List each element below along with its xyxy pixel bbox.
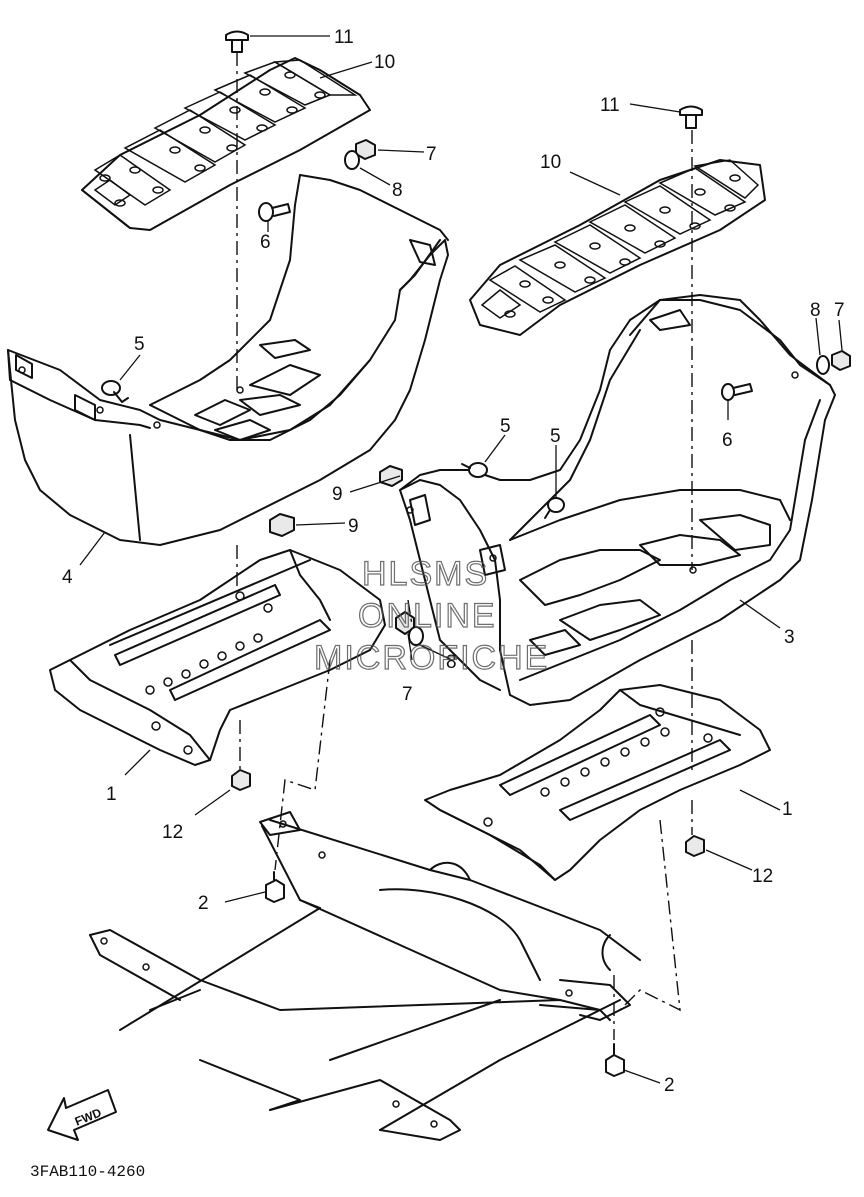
left-footrest-board (81, 57, 371, 231)
callout-4: 4 (62, 567, 73, 588)
callout-11: 11 (600, 95, 620, 116)
left-plate-holes (145, 591, 273, 755)
bolt-2-right (605, 1043, 625, 1077)
callout-8: 8 (810, 300, 821, 321)
leader-lines (79, 35, 843, 1084)
diagram-code: 3FAB110-4260 (30, 1163, 145, 1181)
callout-labels: 11 10 7 8 6 5 4 9 9 1 12 2 11 10 8 7 6 5… (62, 27, 845, 1096)
washer-8-center (408, 626, 424, 646)
frame (89, 811, 641, 1141)
washer-8-left (344, 150, 360, 170)
callout-5: 5 (134, 334, 145, 355)
callout-6: 6 (260, 232, 271, 253)
callout-11: 11 (334, 27, 354, 48)
callout-8: 8 (446, 652, 457, 673)
collar-12-right (685, 835, 705, 857)
callout-5: 5 (500, 416, 511, 437)
bolt-6-left (258, 202, 291, 222)
washer-8-right (816, 355, 830, 375)
callout-3: 3 (784, 627, 795, 648)
bolt-5-c (544, 497, 565, 519)
callout-5: 5 (550, 426, 561, 447)
callout-6: 6 (722, 430, 733, 451)
right-guard-plate (424, 684, 771, 881)
right-board-cleats (480, 159, 760, 319)
callout-12: 12 (162, 822, 183, 843)
grommet-9-b (269, 513, 295, 537)
callout-7: 7 (426, 144, 437, 165)
callout-8: 8 (392, 180, 403, 201)
collar-12-left (231, 769, 251, 791)
right-board-studs (504, 174, 741, 318)
left-guard-plate (49, 549, 386, 766)
bolt-5-b (461, 462, 488, 478)
screw-11-right (679, 105, 703, 129)
nut-7-right (831, 350, 851, 371)
screw-11-left (225, 30, 249, 53)
callout-7: 7 (834, 300, 845, 321)
left-footrest (7, 174, 449, 546)
centerlines (236, 52, 693, 1040)
callout-10: 10 (540, 152, 561, 173)
watermark: HLSMS ONLINE MICROFICHE (313, 554, 549, 677)
callout-9: 9 (348, 516, 359, 537)
right-footrest-board (469, 159, 766, 336)
callout-1: 1 (106, 784, 117, 805)
fasteners (101, 30, 851, 1077)
callout-1: 1 (782, 799, 793, 820)
bolt-5-a (101, 380, 129, 403)
callout-7: 7 (402, 684, 413, 705)
right-plate-holes (483, 707, 713, 827)
callout-12: 12 (752, 866, 773, 887)
watermark-line-2: ONLINE (358, 597, 497, 635)
fwd-arrow: FWD (47, 1089, 117, 1141)
left-board-studs (99, 71, 326, 207)
callout-9: 9 (332, 484, 343, 505)
callout-2: 2 (198, 893, 209, 914)
callout-2: 2 (664, 1075, 675, 1096)
left-board-cleats (93, 59, 358, 206)
watermark-line-1: HLSMS (362, 555, 489, 593)
callout-10: 10 (374, 52, 395, 73)
bolt-2-left (265, 871, 285, 903)
watermark-line-3: MICROFICHE (314, 639, 549, 677)
